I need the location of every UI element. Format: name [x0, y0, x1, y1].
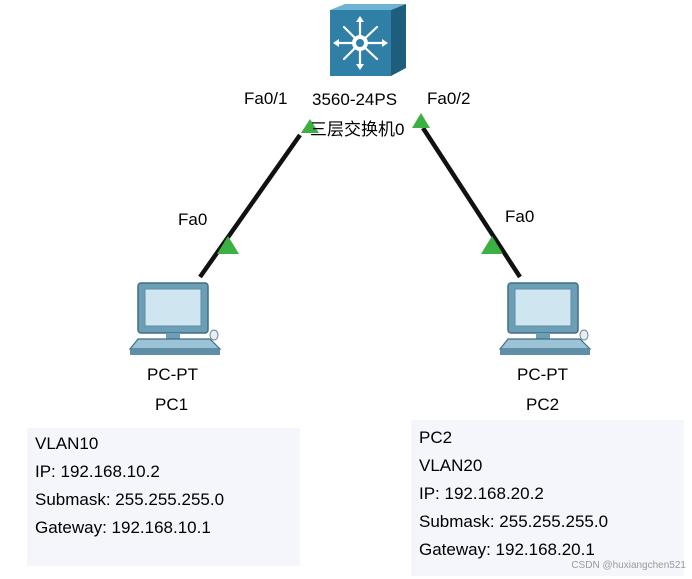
pc2-note-line: Submask: 255.255.255.0 [419, 512, 609, 531]
pc1-port-label: Fa0 [178, 210, 208, 229]
pc1-model-label: PC-PT [147, 365, 198, 384]
pc2-name-label: PC2 [526, 395, 560, 414]
switch-port-fa0-1-label: Fa0/1 [244, 89, 288, 108]
pc1-note: VLAN10 IP: 192.168.10.2 Submask: 255.255… [27, 428, 300, 566]
pc2-note-line: PC2 [419, 428, 453, 447]
pc1-note-line: VLAN10 [35, 434, 99, 453]
pc2-model-label: PC-PT [517, 365, 568, 384]
pc1-computer-icon[interactable] [128, 282, 222, 355]
pc2-note-line: VLAN20 [419, 456, 483, 475]
watermark: CSDN @huxiangchen521 [571, 560, 686, 571]
switch-name-label: 三层交换机0 [310, 120, 405, 139]
pc2-note: PC2 VLAN20 IP: 192.168.20.2 Submask: 255… [411, 420, 684, 576]
switch-port-fa0-2-label: Fa0/2 [427, 89, 471, 108]
switch-model-label: 3560-24PS [312, 90, 398, 109]
pc1-note-line: Gateway: 192.168.10.1 [35, 518, 211, 537]
pc2-computer-icon[interactable] [498, 282, 592, 355]
link-switch-pc1 [198, 133, 302, 279]
link-up-indicator-switch-fa0-2 [412, 113, 430, 128]
pc1-note-line: IP: 192.168.10.2 [35, 462, 160, 481]
multilayer-switch-icon[interactable] [330, 4, 406, 76]
pc2-port-label: Fa0 [505, 207, 535, 226]
link-up-indicator-pc2-fa0 [481, 236, 503, 254]
link-switch-pc2 [421, 126, 522, 279]
pc2-note-line: IP: 192.168.20.2 [419, 484, 544, 503]
pc2-note-line: Gateway: 192.168.20.1 [419, 540, 595, 559]
pc1-note-line: Submask: 255.255.255.0 [35, 490, 225, 509]
pc1-name-label: PC1 [155, 395, 189, 414]
link-up-indicator-pc1-fa0 [217, 236, 239, 254]
link-up-indicator-switch-fa0-1 [301, 119, 319, 133]
